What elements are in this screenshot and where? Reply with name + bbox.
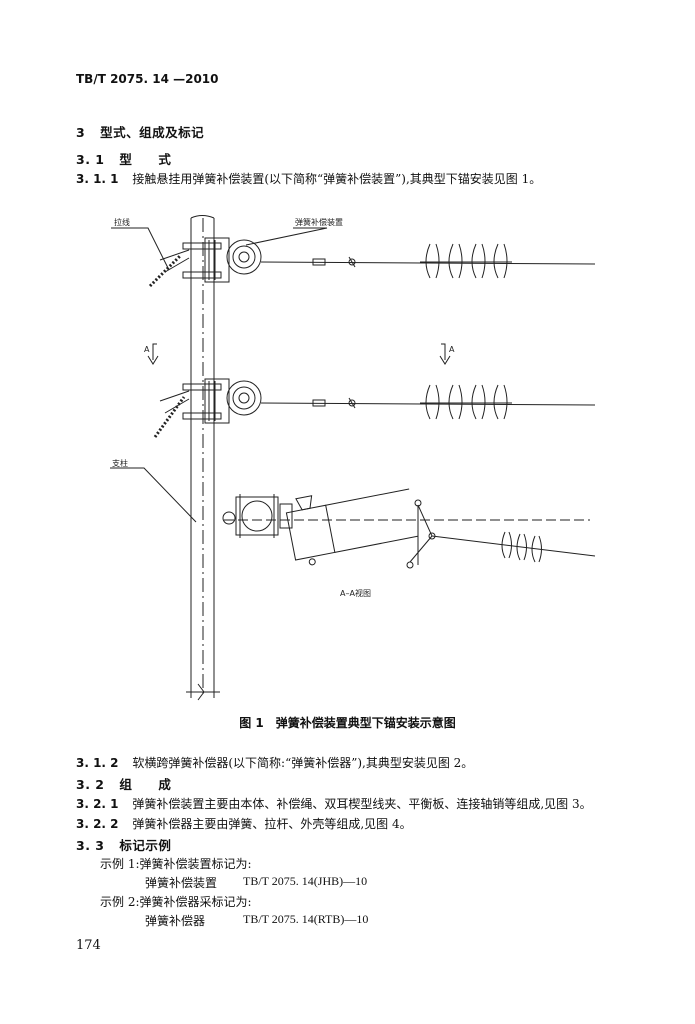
pole-top bbox=[190, 215, 215, 219]
top-bracket-lower bbox=[182, 271, 222, 279]
top-spring-drum-mid bbox=[232, 245, 256, 269]
top-cable bbox=[260, 261, 596, 265]
label-view: A–A视图 bbox=[340, 588, 371, 598]
figure-caption: 图 1 弹簧补偿装置典型下锚安装示意图 bbox=[239, 716, 456, 730]
label-pole: 支柱 bbox=[112, 458, 128, 468]
example-1-intro: 示例 1:弹簧补偿装置标记为: bbox=[100, 857, 252, 871]
section-3-2-heading: 3. 2 组 成 bbox=[76, 774, 171, 793]
section-number: 3. 2 bbox=[76, 777, 105, 792]
label-device: 弹簧补偿装置 bbox=[295, 217, 343, 227]
clause-number: 3. 1. 1 bbox=[76, 172, 119, 186]
top-insulator-string bbox=[420, 243, 512, 279]
section-marker-left bbox=[152, 343, 157, 360]
view-balance-plate bbox=[409, 504, 433, 563]
example-2-code: TB/T 2075. 14(RTB)—10 bbox=[243, 912, 369, 926]
view-cable bbox=[431, 535, 596, 557]
view-mount-frame bbox=[235, 496, 279, 536]
section-number: 3 bbox=[76, 125, 86, 140]
mid-guy-wire bbox=[153, 396, 186, 438]
mid-mount-plate bbox=[204, 378, 230, 424]
mid-bracket-lower bbox=[182, 412, 222, 420]
top-mount-plate bbox=[204, 237, 230, 283]
top-clamp-1 bbox=[312, 258, 326, 266]
clause-3-2-1: 3. 2. 1 弹簧补偿装置主要由本体、补偿绳、双耳楔型线夹、平衡板、连接轴销等… bbox=[76, 795, 592, 812]
label-a-right: A bbox=[449, 345, 455, 354]
section-title: 标记示例 bbox=[119, 838, 172, 853]
example-1-code: TB/T 2075. 14(JHB)—10 bbox=[243, 874, 368, 888]
section-title: 组 成 bbox=[119, 777, 172, 792]
page-number: 174 bbox=[76, 938, 101, 953]
section-title: 型 式 bbox=[119, 152, 172, 167]
top-stay-upper bbox=[159, 249, 190, 261]
standard-header: TB/T 2075. 14 —2010 bbox=[76, 72, 219, 86]
section-marker-right bbox=[441, 343, 446, 360]
leader-lax bbox=[111, 227, 169, 269]
view-connector bbox=[279, 503, 293, 529]
label-lax: 拉线 bbox=[114, 217, 130, 227]
section-number: 3. 1 bbox=[76, 152, 105, 167]
section-number: 3. 3 bbox=[76, 838, 105, 853]
clause-text: 弹簧补偿器主要由弹簧、拉杆、外壳等组成,见图 4。 bbox=[132, 817, 412, 831]
mid-bracket-upper bbox=[182, 383, 222, 391]
view-spring-body bbox=[285, 488, 419, 566]
top-spring-drum-outer bbox=[226, 239, 262, 275]
break-mark bbox=[197, 683, 205, 701]
section-3-1-heading: 3. 1 型 式 bbox=[76, 149, 171, 168]
clause-3-1-1: 3. 1. 1 接触悬挂用弹簧补偿装置(以下简称“弹簧补偿装置”),其典型下锚安… bbox=[76, 170, 541, 187]
top-stay-lower bbox=[164, 257, 190, 273]
clause-number: 3. 1. 2 bbox=[76, 756, 119, 770]
figure-1-drawing: 拉线 弹簧补偿装置 A A 支柱 A–A视图 bbox=[110, 215, 596, 701]
clause-text: 接触悬挂用弹簧补偿装置(以下简称“弹簧补偿装置”),其典型下锚安装见图 1。 bbox=[132, 172, 542, 186]
clause-number: 3. 2. 2 bbox=[76, 817, 119, 831]
mid-insulator-string bbox=[420, 384, 512, 420]
section-3-3-heading: 3. 3 标记示例 bbox=[76, 835, 171, 854]
top-bracket-upper bbox=[182, 242, 222, 250]
mid-spring-drum-outer bbox=[226, 380, 262, 416]
view-insulator-string bbox=[501, 531, 542, 563]
example-2-name: 弹簧补偿器 bbox=[145, 914, 206, 928]
clause-text: 软横跨弹簧补偿器(以下简称:“弹簧补偿器”),其典型安装见图 2。 bbox=[132, 756, 474, 770]
top-guy-wire bbox=[148, 254, 182, 288]
mid-cable bbox=[260, 402, 596, 406]
leader-pole bbox=[110, 467, 197, 523]
leader-device bbox=[245, 227, 328, 246]
clause-text: 弹簧补偿装置主要由本体、补偿绳、双耳楔型线夹、平衡板、连接轴销等组成,见图 3。 bbox=[132, 797, 592, 811]
view-drum bbox=[241, 500, 273, 532]
clause-3-1-2: 3. 1. 2 软横跨弹簧补偿器(以下简称:“弹簧补偿器”),其典型安装见图 2… bbox=[76, 754, 473, 771]
example-2-intro: 示例 2:弹簧补偿器采标记为: bbox=[100, 895, 252, 909]
top-spring-drum-hub bbox=[238, 251, 250, 263]
example-1-name: 弹簧补偿装置 bbox=[145, 876, 218, 890]
label-a-left: A bbox=[144, 345, 150, 354]
clause-number: 3. 2. 1 bbox=[76, 797, 119, 811]
view-pin bbox=[222, 511, 236, 525]
section-title: 型式、组成及标记 bbox=[100, 125, 205, 140]
section-3-heading: 3 型式、组成及标记 bbox=[76, 122, 204, 141]
view-cap bbox=[295, 495, 313, 511]
clause-3-2-2: 3. 2. 2 弹簧补偿器主要由弹簧、拉杆、外壳等组成,见图 4。 bbox=[76, 815, 412, 832]
